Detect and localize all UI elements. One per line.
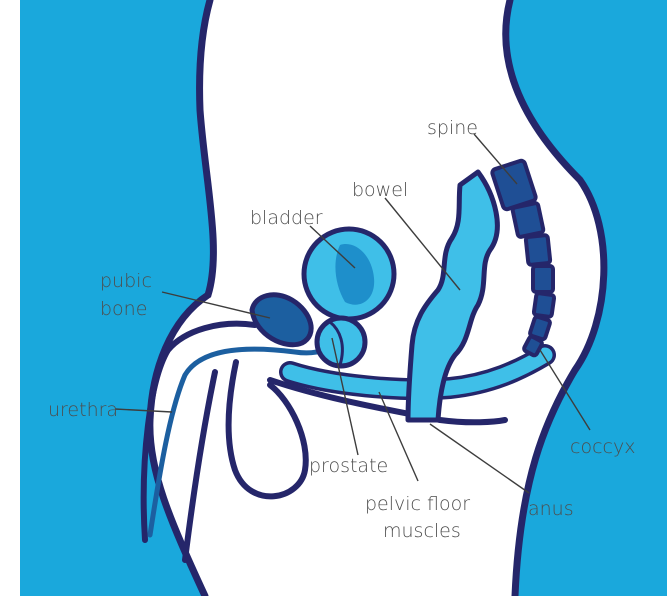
label-prostate: prostate xyxy=(309,455,388,477)
spine-vertebra xyxy=(533,266,553,292)
spine-vertebra xyxy=(534,293,555,317)
spine-vertebra xyxy=(526,235,551,265)
label-anus: anus xyxy=(528,498,574,520)
label-bladder: bladder xyxy=(250,207,323,229)
label-pelvic-floor-2: muscles xyxy=(383,520,461,542)
label-bowel: bowel xyxy=(352,179,408,201)
spine-vertebra xyxy=(512,203,544,238)
label-coccyx: coccyx xyxy=(570,436,635,458)
label-pubic-bone-1: pubic xyxy=(100,270,152,292)
label-urethra: urethra xyxy=(48,399,118,421)
label-spine: spine xyxy=(427,117,478,139)
label-pubic-bone-2: bone xyxy=(100,298,147,320)
label-pelvic-floor-1: pelvic floor xyxy=(365,493,470,515)
